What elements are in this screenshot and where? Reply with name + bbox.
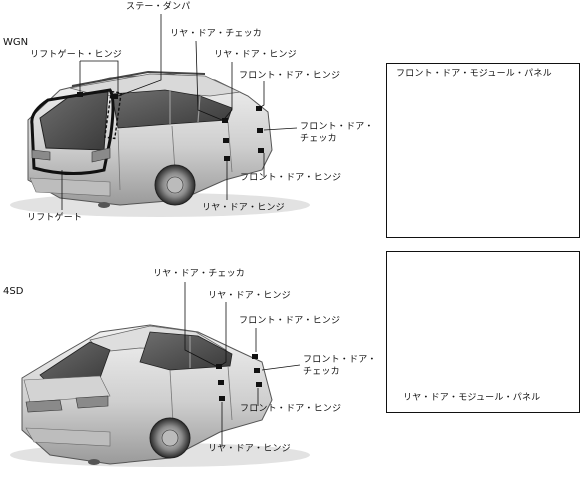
sedan-leader-lines bbox=[184, 282, 301, 446]
rear-door-module-panel-box bbox=[386, 251, 580, 413]
sedan-car-illustration bbox=[10, 324, 310, 467]
label-4sd-rear-door-checker: リヤ・ドア・チェッカ bbox=[153, 269, 246, 279]
label-front-door-module-panel: フロント・ドア・モジュール・パネル bbox=[396, 69, 552, 80]
label-4sd-rear-door-hinge-upper: リヤ・ドア・ヒンジ bbox=[208, 291, 291, 301]
variant-wagon-tag: WGN bbox=[3, 37, 29, 48]
label-rear-door-module-panel: リヤ・ドア・モジュール・パネル bbox=[403, 393, 541, 404]
label-4sd-front-door-checker-line2: チェッカ bbox=[303, 367, 340, 377]
label-wgn-rear-door-hinge-upper: リヤ・ドア・ヒンジ bbox=[214, 50, 297, 60]
label-liftgate-hinge: リフトゲート・ヒンジ bbox=[30, 50, 123, 60]
label-wgn-rear-door-checker: リヤ・ドア・チェッカ bbox=[170, 29, 263, 39]
label-wgn-front-door-hinge-upper: フロント・ドア・ヒンジ bbox=[239, 71, 341, 81]
label-liftgate: リフトゲート bbox=[27, 213, 83, 223]
label-4sd-front-door-hinge-upper: フロント・ドア・ヒンジ bbox=[239, 316, 341, 326]
label-4sd-front-door-checker-line1: フロント・ドア・ bbox=[303, 355, 377, 365]
label-stay-damper: ステー・ダンパ bbox=[126, 2, 191, 12]
label-wgn-front-door-checker-line1: フロント・ドア・ bbox=[300, 122, 374, 132]
label-4sd-rear-door-hinge-lower: リヤ・ドア・ヒンジ bbox=[208, 444, 291, 454]
variant-sedan-tag: 4SD bbox=[3, 286, 24, 297]
label-wgn-rear-door-hinge-lower: リヤ・ドア・ヒンジ bbox=[202, 203, 285, 213]
label-wgn-front-door-hinge-lower: フロント・ドア・ヒンジ bbox=[240, 173, 342, 183]
label-4sd-front-door-hinge-lower: フロント・ドア・ヒンジ bbox=[240, 404, 342, 414]
wagon-car-illustration bbox=[10, 70, 310, 217]
wagon-leader-lines bbox=[61, 14, 298, 210]
label-wgn-front-door-checker-line2: チェッカ bbox=[300, 134, 337, 144]
front-door-module-panel-box bbox=[386, 63, 580, 238]
